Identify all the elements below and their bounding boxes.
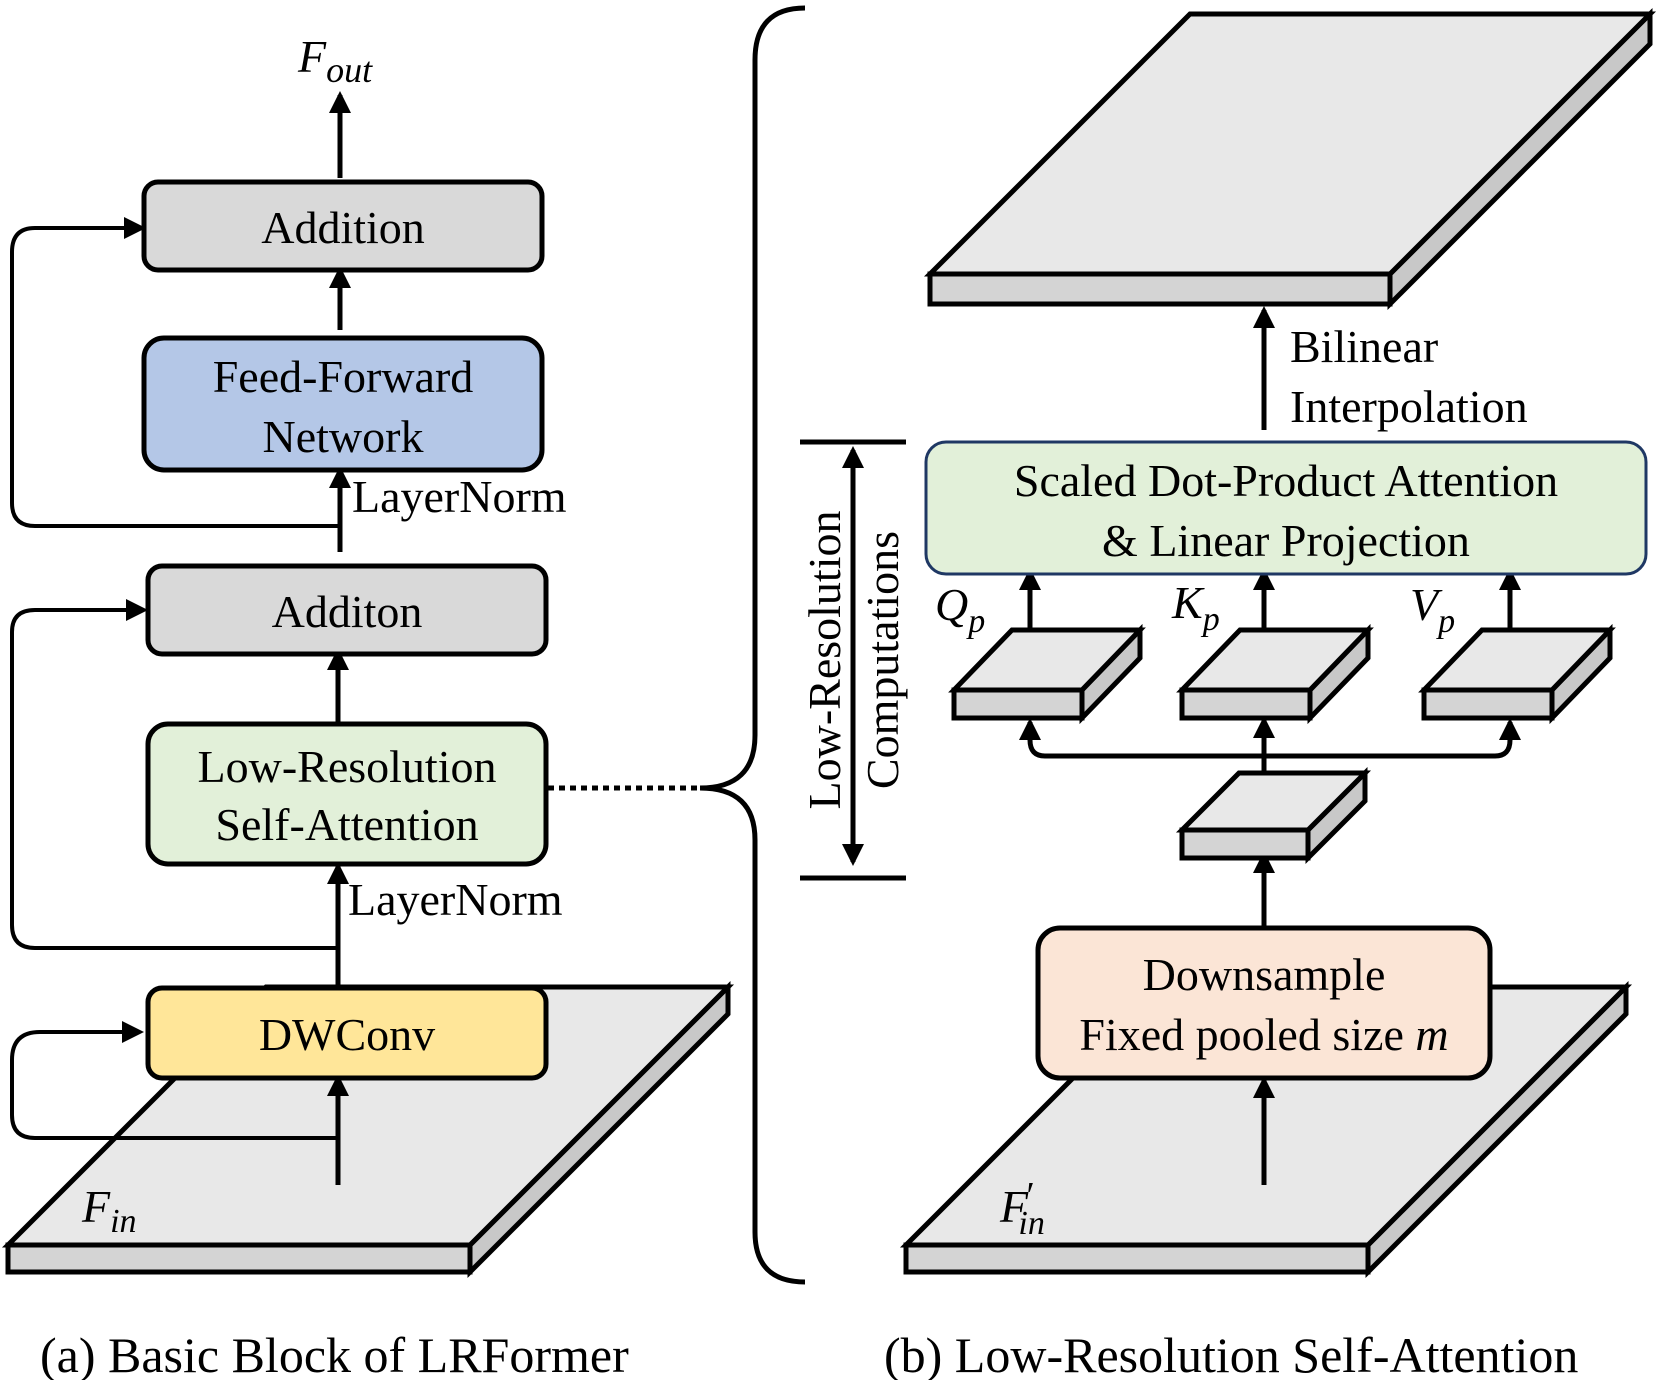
lrsa-label-line2: Self-Attention: [215, 799, 478, 850]
caption-b: (b) Low-Resolution Self-Attention: [884, 1327, 1578, 1380]
ffn-block: Feed-Forward Network: [141, 335, 545, 473]
downsample-label-line2: Fixed pooled size m: [1079, 1009, 1448, 1060]
lowres-label-line1: Low-Resolution: [799, 511, 850, 810]
pooled-feature-cube: [1175, 766, 1372, 865]
k-label: Kp: [1171, 577, 1220, 638]
k-cube: [1176, 623, 1374, 725]
addition-top-block: Addition: [141, 179, 545, 273]
output-feature-plate-b: [923, 7, 1657, 311]
dwconv-block: DWConv: [145, 985, 549, 1081]
lowres-label-line2: Computations: [857, 531, 908, 789]
lowres-computation-bracket: [800, 439, 906, 881]
v-cube: [1418, 623, 1616, 725]
main-flow-arrows-a: [327, 91, 351, 1185]
lrsa-label-line1: Low-Resolution: [198, 741, 497, 792]
q-label: Qp: [935, 579, 985, 640]
sdpa-block: Scaled Dot-Product Attention & Linear Pr…: [924, 440, 1648, 576]
downsample-block: Downsample Fixed pooled size m: [1035, 925, 1493, 1081]
input-feature-label-a: Fin: [81, 1181, 137, 1240]
sdpa-label-line1: Scaled Dot-Product Attention: [1014, 455, 1558, 506]
bilinear-label-line1: Bilinear: [1290, 321, 1438, 372]
caption-a: (a) Basic Block of LRFormer: [40, 1327, 629, 1380]
flow-arrows-b: [1019, 306, 1521, 1185]
ffn-label-line2: Network: [263, 411, 424, 462]
dwconv-label: DWConv: [259, 1009, 435, 1060]
curly-brace: [699, 5, 806, 1285]
input-feature-label-b: F′in: [999, 1175, 1045, 1242]
addition-top-label: Addition: [261, 202, 425, 253]
layernorm-label-bottom: LayerNorm: [348, 874, 563, 925]
v-label: Vp: [1410, 579, 1455, 640]
sdpa-label-line2: & Linear Projection: [1102, 515, 1470, 566]
q-cube: [948, 623, 1146, 725]
ffn-label-line1: Feed-Forward: [213, 351, 474, 402]
addition-mid-block: Additon: [145, 563, 549, 657]
layernorm-label-top: LayerNorm: [352, 471, 567, 522]
residual-connections-a: [10, 217, 340, 1140]
bilinear-label-line2: Interpolation: [1290, 381, 1528, 432]
lrsa-block: Low-Resolution Self-Attention: [145, 721, 549, 867]
output-feature-label: Fout: [297, 31, 373, 90]
addition-mid-label: Additon: [272, 586, 423, 637]
downsample-label-line1: Downsample: [1143, 949, 1386, 1000]
